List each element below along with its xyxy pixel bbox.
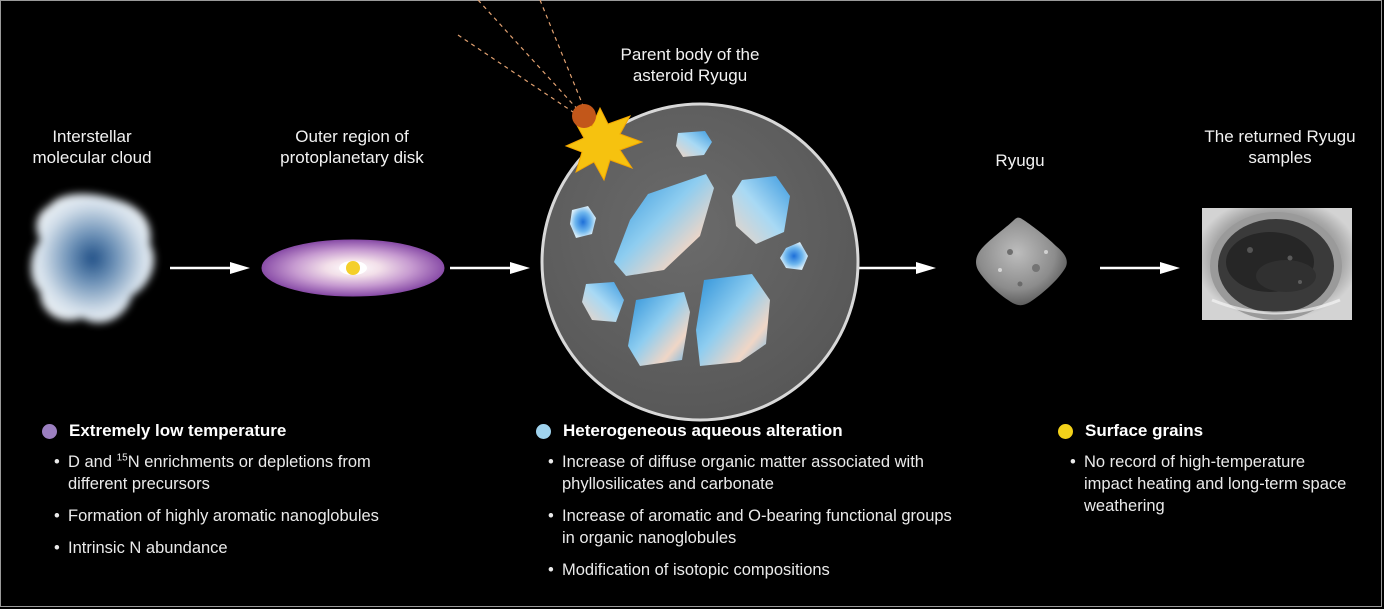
bullet-list: D and 15N enrichments or depletions from… — [42, 451, 432, 559]
stage-label-parent-body: Parent body of the asteroid Ryugu — [590, 44, 790, 86]
stage-label-line: The returned Ryugu — [1204, 127, 1356, 146]
bullet-item: Modification of isotopic compositions — [548, 559, 956, 581]
arrow-right-icon — [450, 262, 530, 274]
panel-heading: Extremely low temperature — [69, 421, 287, 440]
panel-heading-row: Heterogeneous aqueous alteration — [536, 420, 956, 442]
stage-label-line: Ryugu — [995, 151, 1045, 170]
panel-surface-grains: Surface grains No record of high-tempera… — [1058, 420, 1358, 527]
stage-label-line: molecular cloud — [32, 148, 152, 167]
stage-label-line: asteroid Ryugu — [632, 66, 748, 85]
arrow-right-icon — [1100, 262, 1180, 274]
panel-heading-row: Extremely low temperature — [42, 420, 432, 442]
protoplanetary-disk-icon — [261, 239, 445, 297]
bullet-list: No record of high-temperature impact hea… — [1058, 451, 1358, 517]
panel-heading-row: Surface grains — [1058, 420, 1358, 442]
impactor-trajectory — [457, 0, 585, 115]
impactor-icon — [564, 104, 644, 182]
bullet-text: D and — [68, 453, 117, 471]
yellow-dot-icon — [1058, 423, 1073, 439]
bullet-text: N enrichments or depletions from differe… — [68, 453, 371, 493]
panel-low-temperature: Extremely low temperature D and 15N enri… — [42, 420, 432, 569]
arrow-right-icon — [170, 262, 250, 274]
sample-container-icon — [1202, 208, 1352, 320]
bullet-item: Intrinsic N abundance — [54, 537, 432, 559]
stage-label-cloud: Interstellar molecular cloud — [22, 126, 162, 168]
purple-dot-icon — [42, 423, 57, 439]
bullet-list: Increase of diffuse organic matter assoc… — [536, 451, 956, 581]
bullet-item: Increase of aromatic and O-bearing funct… — [548, 505, 956, 549]
stage-label-ryugu: Ryugu — [980, 150, 1060, 171]
parent-body-icon — [540, 102, 860, 422]
panel-heading: Heterogeneous aqueous alteration — [563, 421, 843, 440]
stage-label-samples: The returned Ryugu samples — [1190, 126, 1370, 168]
bullet-item: Increase of diffuse organic matter assoc… — [548, 451, 956, 495]
stage-label-disk: Outer region of protoplanetary disk — [262, 126, 442, 168]
light-blue-dot-icon — [536, 423, 551, 439]
stage-label-line: Outer region of — [295, 127, 409, 146]
panel-heading: Surface grains — [1085, 421, 1204, 440]
stage-label-line: protoplanetary disk — [280, 148, 424, 167]
panel-aqueous-alteration: Heterogeneous aqueous alteration Increas… — [536, 420, 956, 591]
stage-label-line: Interstellar — [52, 127, 132, 146]
stage-label-line: Parent body of the — [620, 45, 760, 64]
molecular-cloud-icon — [30, 193, 154, 323]
bullet-item: No record of high-temperature impact hea… — [1070, 451, 1358, 517]
bullet-item: D and 15N enrichments or depletions from… — [54, 451, 432, 495]
asteroid-ryugu-icon — [976, 217, 1067, 306]
isotope-superscript: 15 — [116, 452, 128, 464]
arrow-right-icon — [855, 262, 936, 274]
bullet-item: Formation of highly aromatic nanoglobule… — [54, 505, 432, 527]
stage-label-line: samples — [1248, 148, 1312, 167]
